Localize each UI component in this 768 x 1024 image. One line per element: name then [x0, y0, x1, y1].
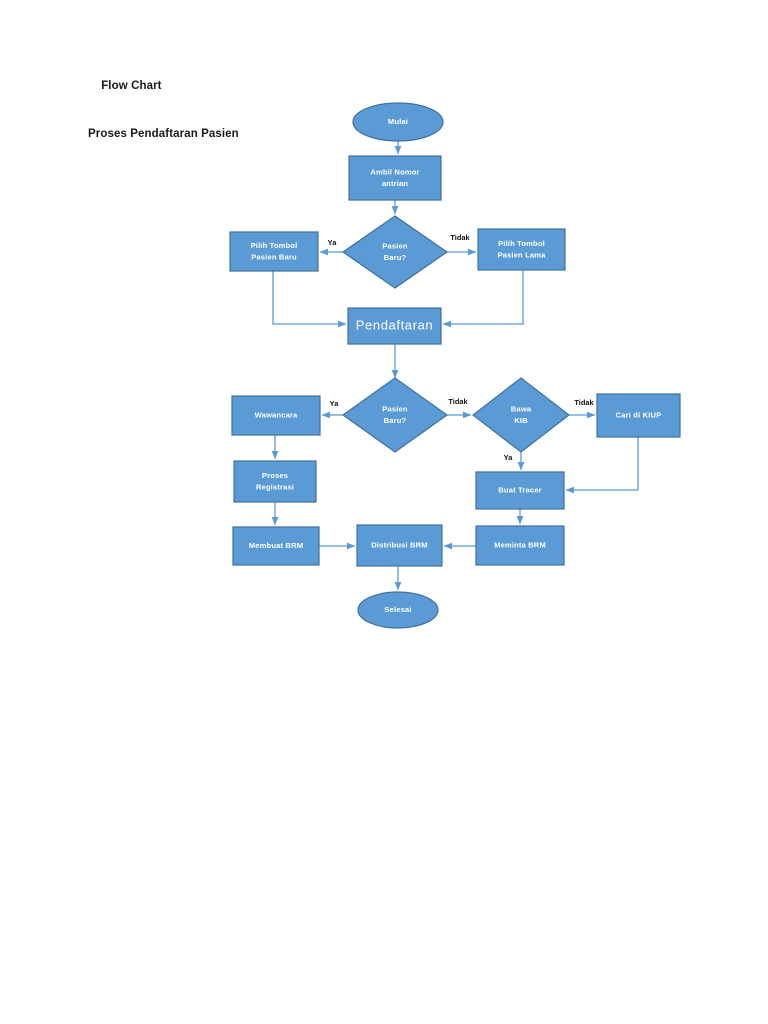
node-label: antrian	[382, 179, 409, 188]
node-label: Pilih Tombol	[251, 241, 298, 250]
flow-node-pendaftaran[interactable]: Pendaftaran	[347, 307, 442, 345]
node-label: Pasien	[382, 404, 408, 413]
flow-edge: Ya	[321, 399, 343, 419]
node-diamond	[341, 377, 449, 453]
node-diamond	[341, 215, 449, 289]
node-rect	[475, 525, 565, 566]
node-rect	[596, 393, 681, 438]
node-label: Wawancara	[255, 411, 298, 420]
node-rect	[229, 231, 319, 272]
edge-label: Tidak	[450, 233, 470, 242]
node-label: Ambil Nomor	[370, 167, 419, 176]
node-label: Registrasi	[256, 482, 294, 491]
page-title-line-1: Flow Chart	[101, 80, 162, 92]
node-label: Distribusi BRM	[371, 541, 428, 550]
edge-connector	[442, 270, 524, 328]
node-label: Pasien Lama	[497, 250, 546, 259]
flow-node-buat_tracer[interactable]: Buat Tracer	[475, 471, 565, 510]
flow-node-wawancara[interactable]: Wawancara	[231, 395, 321, 436]
node-rect	[233, 460, 317, 503]
node-rect	[477, 228, 566, 271]
node-label: Buat Tracer	[498, 486, 541, 495]
node-label: Cari di KIUP	[616, 411, 662, 420]
node-diamond	[472, 377, 570, 453]
node-ellipse	[352, 102, 444, 142]
page-title-line-2: Proses Pendaftaran Pasien	[88, 128, 239, 140]
node-label: Baru?	[384, 416, 407, 425]
edge-label: Tidak	[448, 397, 468, 406]
flow-edge	[442, 270, 524, 328]
flow-edge: Tidak	[447, 397, 472, 419]
node-label: Selesai	[384, 605, 411, 614]
node-ellipse	[357, 591, 439, 629]
node-label: Pasien Baru	[251, 252, 297, 261]
node-label: KIB	[514, 416, 528, 425]
node-rect	[356, 524, 443, 567]
node-rect	[231, 395, 321, 436]
flow-node-membuat_brm[interactable]: Membuat BRM	[232, 526, 320, 566]
edge-connector	[565, 437, 639, 494]
node-rect	[347, 307, 442, 345]
edge-connector	[272, 271, 347, 328]
node-rect	[475, 471, 565, 510]
flow-node-meminta_brm[interactable]: Meminta BRM	[475, 525, 565, 566]
flow-edge	[272, 271, 347, 328]
flow-edge: Tidak	[447, 233, 477, 256]
flow-node-distribusi_brm[interactable]: Distribusi BRM	[356, 524, 443, 567]
edge-label: Tidak	[574, 398, 594, 407]
flow-node-mulai[interactable]: Mulai	[352, 102, 444, 142]
node-label: Pilih Tombol	[498, 239, 545, 248]
node-label: Membuat BRM	[249, 541, 303, 550]
edge-label: Ya	[330, 399, 340, 408]
flow-edge: Tidak	[569, 398, 596, 419]
node-rect	[232, 526, 320, 566]
edge-label: Ya	[504, 453, 514, 462]
flow-node-cari_kiup[interactable]: Cari di KIUP	[596, 393, 681, 438]
flow-edge: Ya	[504, 452, 525, 471]
node-label: Bawa	[511, 404, 532, 413]
node-label: Pasien	[382, 241, 408, 250]
node-label: Pendaftaran	[356, 317, 433, 332]
flow-edge	[565, 437, 639, 494]
flow-node-selesai[interactable]: Selesai	[357, 591, 439, 629]
node-rect	[348, 155, 442, 201]
page-title: Flow Chart Proses Pendaftaran Pasien	[88, 62, 239, 174]
edge-label: Ya	[328, 238, 338, 247]
node-label: Baru?	[384, 253, 407, 262]
flow-node-ambil_nomor[interactable]: Ambil Nomor antrian	[348, 155, 442, 201]
flow-edge: Ya	[319, 238, 343, 256]
node-label: Proses	[262, 471, 288, 480]
node-label: Meminta BRM	[494, 541, 546, 550]
node-label: Mulai	[388, 117, 408, 126]
